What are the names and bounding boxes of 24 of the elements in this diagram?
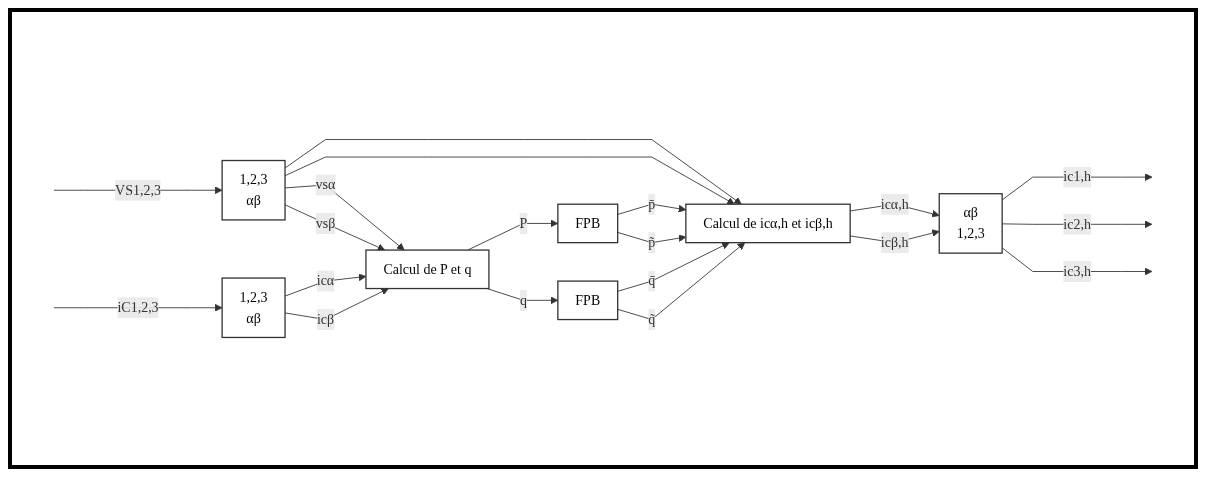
node-box: 1,2,3 αβ (221, 277, 286, 339)
edge-label: P (519, 215, 528, 231)
edge-label: VS1,2,3 (115, 182, 161, 198)
node-box: FPB (557, 203, 619, 244)
node-box: Calcul de icα,h et icβ,h (685, 203, 851, 244)
edge-label: iC1,2,3 (117, 299, 159, 315)
edge-label: icα,h (880, 196, 909, 212)
edge-label: vsβ (315, 215, 336, 231)
edge-label: icα (316, 273, 335, 289)
edge-label: ic2,h (1063, 216, 1091, 232)
edge-label: p̄ (648, 196, 656, 212)
node-box: αβ 1,2,3 (938, 193, 1003, 254)
edge-label: icβ,h (880, 234, 909, 250)
node-box: 1,2,3 αβ (221, 159, 286, 221)
edge-label: ic1,h (1063, 169, 1091, 185)
edge-label: q̃ (648, 311, 656, 327)
node-box: FPB (557, 280, 619, 321)
edge-label: ic3,h (1063, 263, 1091, 279)
edge-label: p̃ (648, 234, 656, 250)
node-box: Calcul de P et q (365, 249, 490, 290)
edge-label: vsα (315, 177, 336, 192)
edge-label: q̄ (648, 273, 656, 289)
edge-label: q (519, 292, 527, 308)
edge-label: icβ (316, 311, 335, 327)
